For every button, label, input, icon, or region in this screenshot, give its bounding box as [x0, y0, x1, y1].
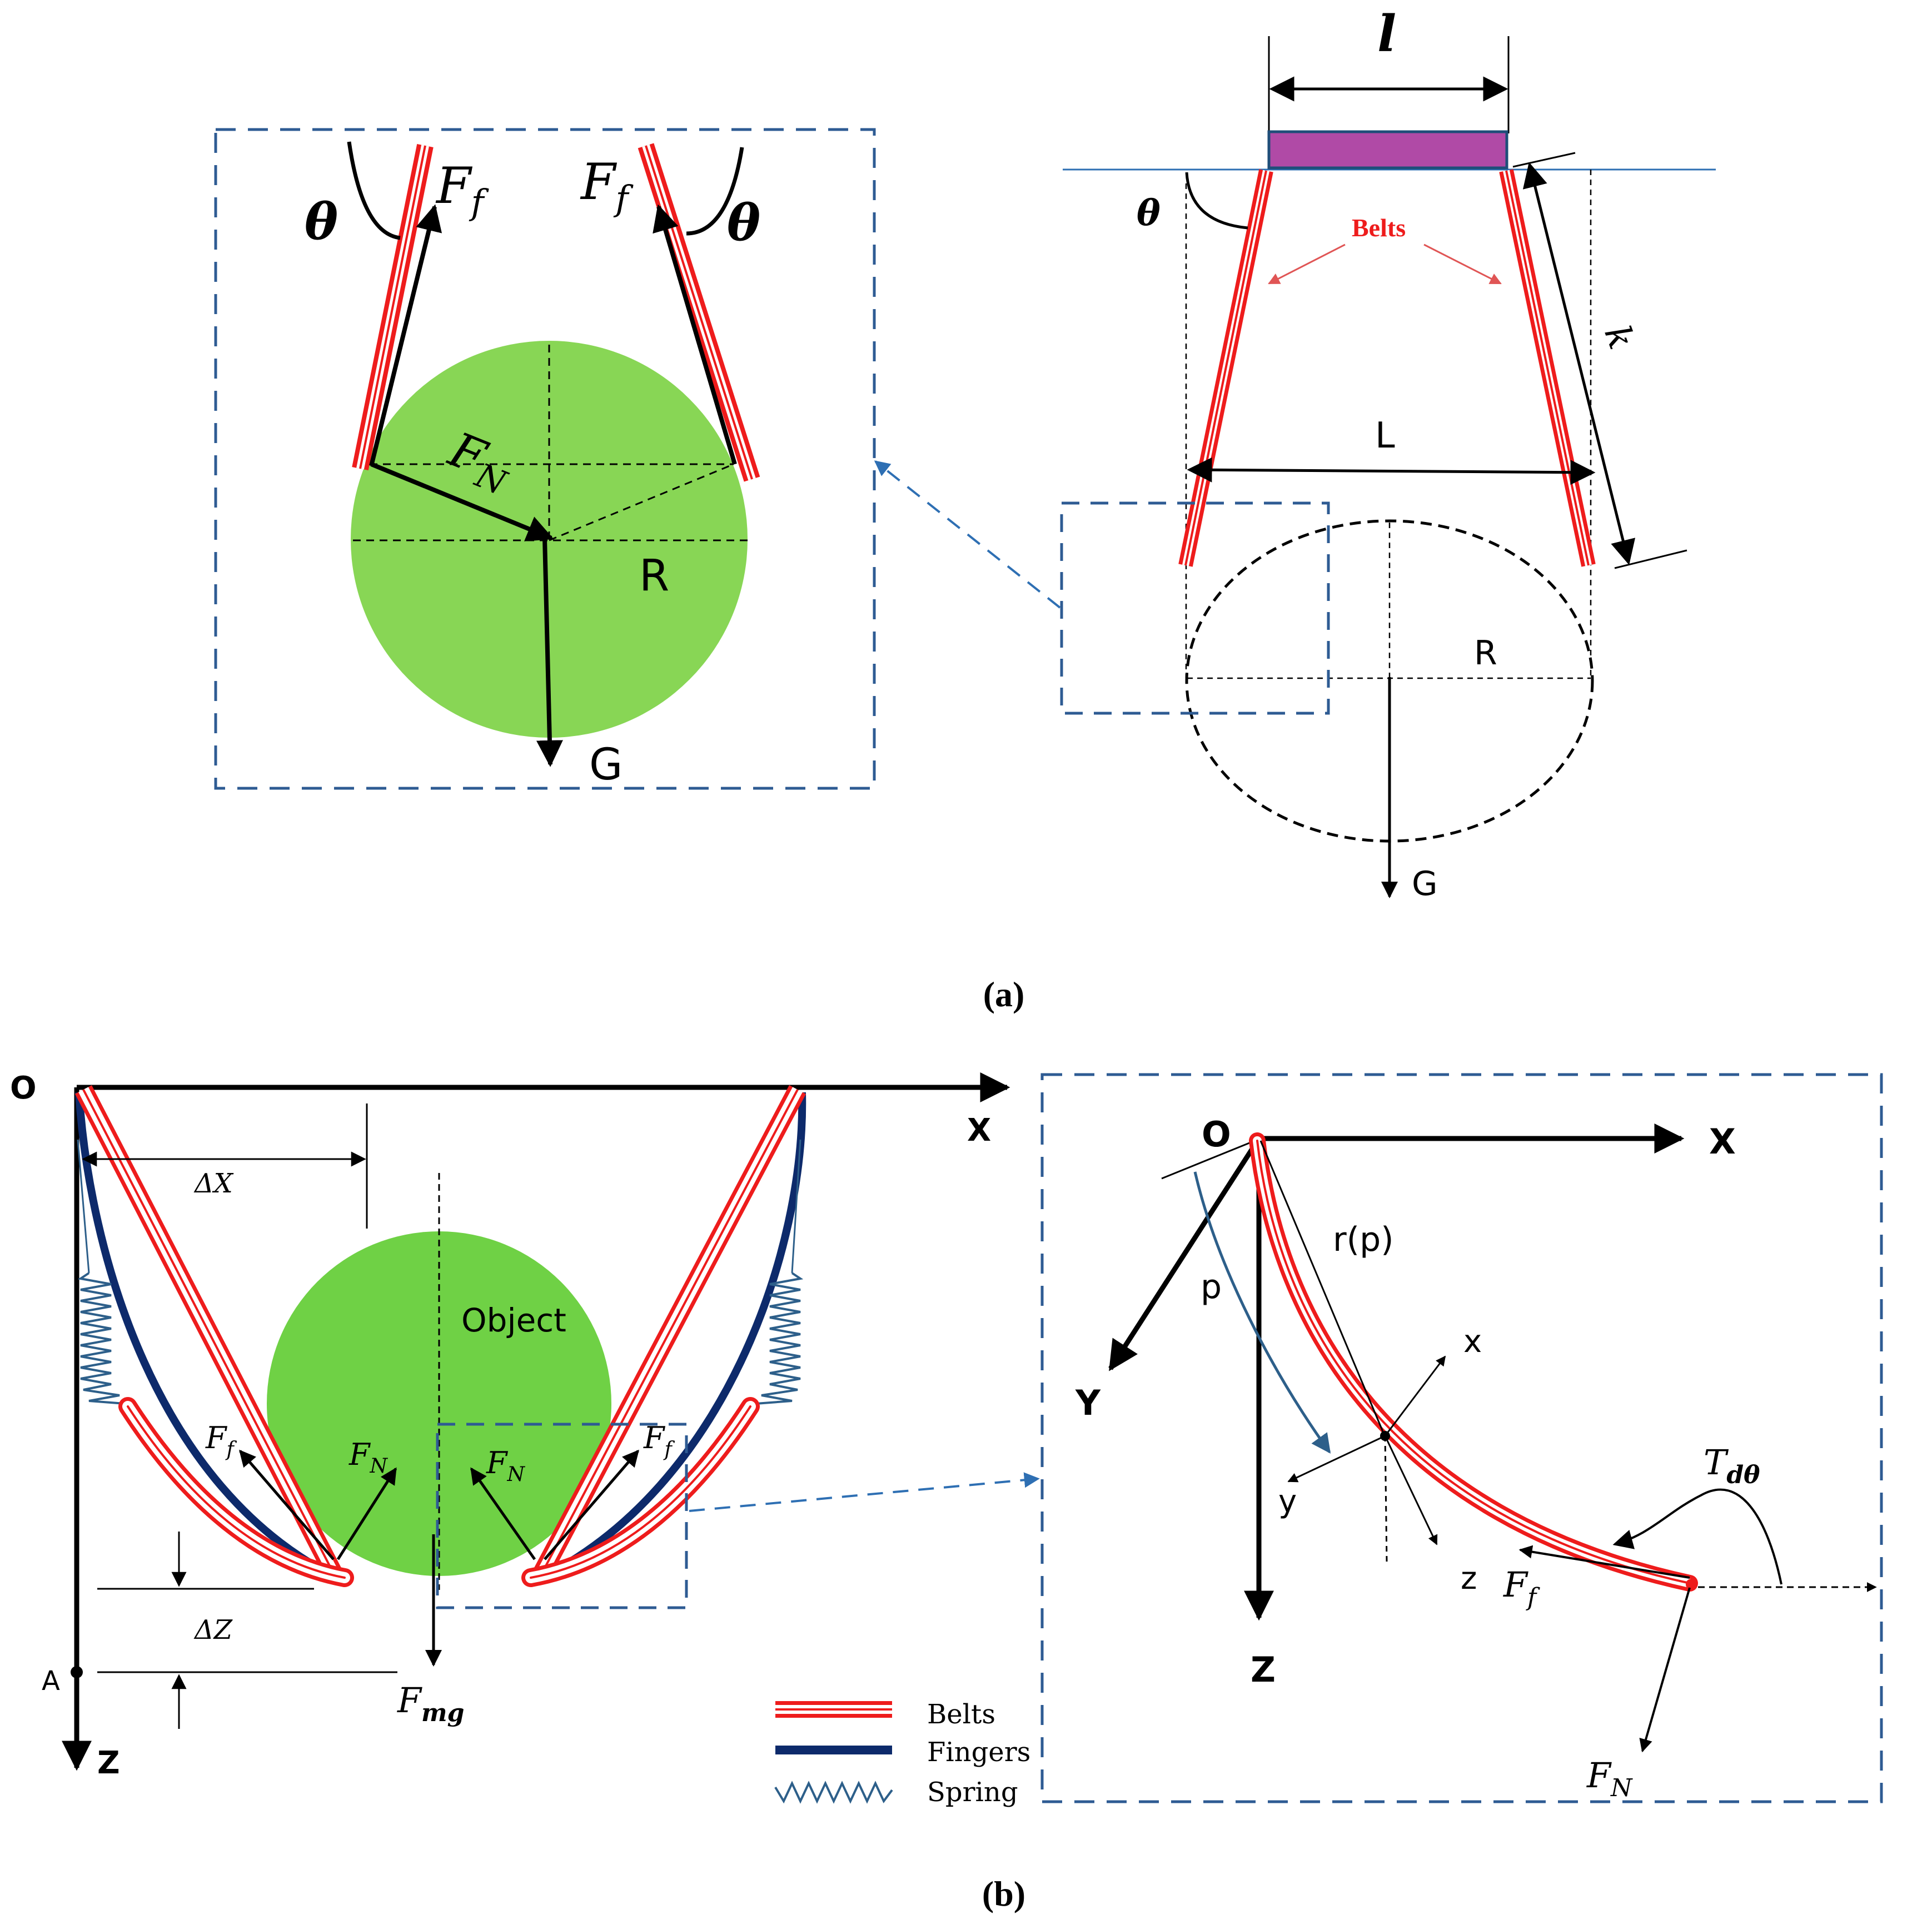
legend: Belts Fingers Spring: [774, 1699, 1030, 1808]
label-l: l: [1377, 4, 1396, 63]
legend-label-belts: Belts: [927, 1699, 995, 1730]
belt-curve-zoom: [1249, 1132, 1698, 1592]
detail-box-a: [1060, 501, 1330, 715]
k-dimension-arrow: [1522, 162, 1636, 565]
legend-fingers: Fingers: [775, 1737, 1030, 1768]
spring-right: [755, 1272, 804, 1405]
label-theta-left: θ: [305, 192, 338, 251]
legend-spring: Spring: [774, 1777, 1018, 1808]
overview-belt-right: [1499, 169, 1596, 567]
label-z-local: z: [1461, 1560, 1477, 1597]
zoom-frame-b: [1040, 1073, 1883, 1803]
point-A: [71, 1666, 83, 1678]
panel-b-main: O X Z A Object: [10, 1070, 1010, 1781]
label-R-overview: R: [1474, 634, 1497, 673]
local-y-axis: [1287, 1435, 1386, 1483]
panel-a-zoom: Ff Ff θ θ FN R G: [214, 128, 876, 790]
arc-p: [1193, 1171, 1331, 1454]
label-theta-overview: θ: [1137, 192, 1161, 234]
label-theta-right: θ: [727, 193, 760, 252]
right-belt: [638, 143, 760, 482]
caption-b: (b): [982, 1874, 1025, 1913]
legend-label-fingers: Fingers: [927, 1737, 1030, 1768]
label-dZ: ΔZ: [193, 1614, 233, 1645]
label-object: Object: [461, 1301, 566, 1339]
overview-belt-left: [1178, 169, 1273, 567]
torque-arc: [1612, 1488, 1782, 1585]
label-Y-zoom: Y: [1075, 1383, 1101, 1423]
panel-a-overview: l θ Belts k: [1060, 4, 1716, 903]
label-belts: Belts: [1352, 213, 1406, 242]
label-ff-right-b: Ff: [643, 1420, 675, 1461]
label-Z-zoom: Z: [1251, 1649, 1276, 1690]
axis-Y-zoom: [1108, 1137, 1261, 1371]
label-X-zoom: X: [1709, 1121, 1736, 1162]
label-Z-main: Z: [97, 1745, 120, 1781]
spring-left: [77, 1272, 126, 1405]
local-z-axis: [1384, 1435, 1438, 1545]
normal-force-arrow: [370, 462, 554, 541]
L-dimension-arrow: [1187, 457, 1596, 485]
force-fn-zoom: [1639, 1587, 1691, 1753]
local-x-axis: [1384, 1355, 1446, 1436]
label-dX: ΔX: [193, 1168, 234, 1199]
gravity-arrow: [536, 538, 563, 767]
label-fn-left-b: FN: [348, 1437, 388, 1478]
panel-b-zoom: O X Y Z r(p) p x y z Tdθ Ff FN: [1040, 1073, 1883, 1803]
belt-left-hook: [118, 1397, 354, 1587]
label-y-local: y: [1278, 1484, 1297, 1520]
left-belt: [352, 144, 434, 470]
label-L: L: [1375, 415, 1395, 456]
friction-arrow-right: [653, 204, 737, 465]
overview-theta-arc: [1185, 172, 1248, 230]
theta-arc-right: [686, 147, 744, 236]
label-ff-right: Ff: [580, 153, 634, 218]
label-k: k: [1596, 320, 1642, 355]
label-O-main: O: [10, 1070, 37, 1106]
label-r-zoom: R: [639, 551, 669, 601]
zoom-pointer-b: [689, 1472, 1040, 1512]
label-p: p: [1201, 1267, 1222, 1306]
label-fn-zoom: FN: [1586, 1755, 1633, 1802]
force-ff-zoom: [1518, 1545, 1690, 1579]
object-disc-b: [267, 1231, 611, 1576]
belt-tip: [1686, 1579, 1697, 1590]
caption-a: (a): [983, 975, 1025, 1014]
zoom-frame: [214, 128, 876, 790]
belt-right-long: [533, 1085, 806, 1578]
label-X-main: X: [967, 1112, 991, 1149]
rp-line: [1259, 1140, 1385, 1435]
force-ff-left: [239, 1449, 335, 1560]
gripper-palm: [1267, 130, 1508, 170]
finger-left: [75, 1092, 341, 1583]
theta-arc-left: [347, 141, 401, 240]
label-g-zoom: G: [589, 740, 623, 790]
force-fn-right: [470, 1467, 536, 1560]
label-G-overview: G: [1412, 864, 1438, 903]
zoom-pointer-a: [874, 460, 1061, 609]
force-fn-left: [336, 1467, 397, 1560]
belt-right-hook: [521, 1397, 760, 1587]
construction-lines: [353, 345, 748, 541]
detail-box-b: [436, 1423, 688, 1609]
label-O-zoom: O: [1202, 1114, 1231, 1155]
legend-belts: Belts: [775, 1699, 995, 1730]
label-A: A: [42, 1666, 60, 1697]
label-fmg: Fmg: [397, 1680, 464, 1727]
label-rp: r(p): [1333, 1220, 1394, 1259]
label-fn-right-b: FN: [486, 1445, 525, 1486]
label-x-local: x: [1463, 1324, 1482, 1360]
friction-arrow-left: [369, 204, 442, 466]
belt-left-long: [74, 1085, 342, 1578]
legend-label-spring: Spring: [927, 1777, 1018, 1808]
label-ff-zoom: Ff: [1503, 1564, 1540, 1612]
label-ff-left: Ff: [435, 157, 489, 222]
force-ff-right: [544, 1449, 639, 1560]
label-T: Tdθ: [1704, 1442, 1760, 1489]
label-ff-left-b: Ff: [205, 1420, 237, 1461]
